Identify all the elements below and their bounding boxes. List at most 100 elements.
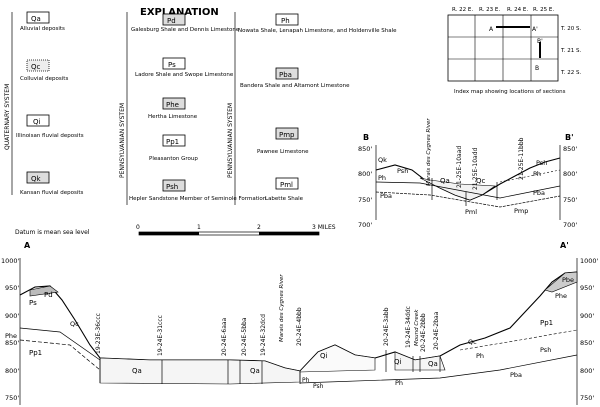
pennsylvanian-system-label-a: PENNSYLVANIAN SYSTEM	[119, 103, 126, 178]
svg-text:1000': 1000'	[580, 257, 599, 265]
svg-text:Psh: Psh	[536, 159, 547, 167]
svg-text:T. 20 S.: T. 20 S.	[560, 26, 581, 32]
svg-text:20-24E-6aaa: 20-24E-6aaa	[221, 317, 228, 356]
svg-text:Illinoisan fluvial deposits: Illinoisan fluvial deposits	[16, 133, 84, 139]
svg-text:Psh: Psh	[397, 167, 408, 175]
svg-text:Colluvial deposits: Colluvial deposits	[20, 76, 68, 82]
svg-text:Pp1: Pp1	[540, 319, 553, 327]
explanation-title: EXPLANATION	[140, 7, 219, 18]
svg-text:950': 950'	[580, 284, 594, 292]
svg-text:B: B	[535, 65, 539, 72]
legend-pba: Pba Bandera Shale and Altamont Limestone	[240, 67, 350, 89]
svg-text:3 MILES: 3 MILES	[312, 224, 336, 231]
svg-text:Alluvial deposits: Alluvial deposits	[20, 26, 65, 32]
svg-text:Pmp: Pmp	[279, 131, 295, 139]
svg-text:Pba: Pba	[510, 371, 522, 379]
svg-text:R. 22 E.: R. 22 E.	[452, 7, 473, 13]
svg-text:Pba: Pba	[279, 71, 292, 79]
svg-text:Phe: Phe	[5, 332, 17, 340]
svg-text:850': 850'	[563, 145, 577, 153]
svg-text:900': 900'	[580, 312, 594, 320]
svg-text:Qa: Qa	[428, 360, 438, 368]
svg-text:800': 800'	[358, 170, 372, 178]
svg-text:Ph: Ph	[281, 17, 290, 25]
svg-text:Hepler Sandstone Member of Sem: Hepler Sandstone Member of Seminole Form…	[129, 196, 267, 202]
legend-pd: Pd Galesburg Shale and Dennis Limestone	[131, 13, 240, 33]
svg-text:750': 750'	[580, 394, 594, 402]
pennsylvanian-system-label-b: PENNSYLVANIAN SYSTEM	[227, 103, 234, 178]
svg-text:Qa: Qa	[440, 177, 450, 185]
svg-text:Qk: Qk	[378, 156, 387, 164]
quaternary-system-label: QUATERNARY SYSTEM	[4, 84, 11, 150]
svg-text:Qc: Qc	[31, 63, 41, 71]
svg-text:Pawnee Limestone: Pawnee Limestone	[257, 149, 309, 155]
legend-qc: Qc Colluvial deposits	[20, 59, 68, 82]
svg-text:800': 800'	[580, 367, 594, 375]
svg-text:Ph: Ph	[533, 170, 541, 178]
section-b: B B' 850' 800' 750' 700' 850' 800' 750' …	[358, 118, 577, 229]
svg-text:Pd: Pd	[44, 291, 53, 299]
legend-pp1: Pp1 Pleasanton Group	[149, 134, 198, 162]
svg-text:Pml: Pml	[465, 208, 477, 216]
svg-text:Pba: Pba	[380, 192, 392, 200]
svg-text:A': A'	[532, 26, 538, 33]
svg-text:Pleasanton Group: Pleasanton Group	[149, 156, 198, 162]
svg-text:Ph: Ph	[476, 352, 484, 360]
svg-text:750': 750'	[5, 394, 19, 402]
svg-text:Pmp: Pmp	[514, 207, 528, 215]
svg-text:750': 750'	[358, 196, 372, 204]
svg-text:Galesburg Shale and Dennis Lim: Galesburg Shale and Dennis Limestone	[131, 27, 240, 33]
svg-text:21-25E-10aad: 21-25E-10aad	[456, 146, 463, 188]
svg-text:Phe: Phe	[166, 101, 179, 109]
svg-text:Ps: Ps	[168, 61, 176, 69]
svg-text:R. 23 E.: R. 23 E.	[479, 7, 500, 13]
svg-text:0: 0	[136, 224, 140, 231]
svg-text:Labette Shale: Labette Shale	[265, 196, 304, 202]
svg-text:Qc: Qc	[476, 177, 486, 185]
svg-text:Psh: Psh	[166, 183, 178, 191]
svg-text:B': B'	[537, 38, 543, 45]
legend-pmp: Pmp Pawnee Limestone	[257, 127, 309, 155]
svg-text:Ladore Shale and Swope Limesto: Ladore Shale and Swope Limestone	[135, 72, 234, 78]
svg-text:Qa: Qa	[31, 15, 41, 23]
legend-qi: Qi Illinoisan fluvial deposits	[16, 114, 84, 139]
svg-text:20-24E-2bbb: 20-24E-2bbb	[420, 313, 427, 352]
svg-text:Ph: Ph	[378, 174, 386, 182]
svg-text:R. 25 E.: R. 25 E.	[533, 7, 554, 13]
legend-qk: Qk Kansan fluvial deposits	[20, 171, 83, 196]
svg-text:Ps: Ps	[29, 299, 37, 307]
svg-text:Kansan fluvial deposits: Kansan fluvial deposits	[20, 190, 83, 196]
svg-text:Pp1: Pp1	[166, 138, 179, 146]
svg-text:1: 1	[197, 224, 201, 231]
svg-text:20-24E-4bbb: 20-24E-4bbb	[296, 307, 303, 346]
svg-text:B: B	[363, 133, 369, 142]
section-a: A A' 1000' 950' 900' 850' 800' 750' 1000…	[1, 241, 599, 405]
svg-text:A: A	[24, 241, 31, 250]
svg-text:Psh: Psh	[540, 346, 551, 354]
svg-text:Pbe: Pbe	[562, 276, 574, 284]
svg-text:19-24E-34ddc: 19-24E-34ddc	[405, 306, 412, 348]
svg-text:Qa: Qa	[250, 367, 260, 375]
svg-text:19-24E-32dcd: 19-24E-32dcd	[260, 314, 267, 356]
svg-text:850': 850'	[358, 145, 372, 153]
svg-text:Qc: Qc	[70, 320, 79, 328]
svg-text:Bandera Shale and Altamont Lim: Bandera Shale and Altamont Limestone	[240, 83, 350, 89]
svg-text:Qc: Qc	[468, 338, 477, 346]
svg-text:Pp1: Pp1	[29, 349, 42, 357]
svg-text:850': 850'	[580, 339, 594, 347]
svg-text:Marais des Cygnes River: Marais des Cygnes River	[426, 118, 432, 186]
svg-text:Qi: Qi	[320, 352, 328, 360]
svg-text:Nowata Shale, Lenapah Limeston: Nowata Shale, Lenapah Limestone, and Hol…	[238, 28, 397, 34]
svg-text:Ph: Ph	[395, 379, 403, 387]
scale-bar: 0 1 2 3 MILES	[136, 224, 336, 236]
svg-text:Qi: Qi	[394, 358, 402, 366]
index-map-caption: Index map showing locations of sections	[454, 89, 566, 95]
legend-pml: Pml Labette Shale	[265, 177, 304, 202]
svg-text:B': B'	[565, 133, 574, 142]
svg-text:700': 700'	[563, 221, 577, 229]
svg-text:Psh: Psh	[313, 383, 324, 390]
legend-ps: Ps Ladore Shale and Swope Limestone	[135, 57, 234, 78]
legend-ph: Ph Nowata Shale, Lenapah Limestone, and …	[238, 13, 397, 34]
